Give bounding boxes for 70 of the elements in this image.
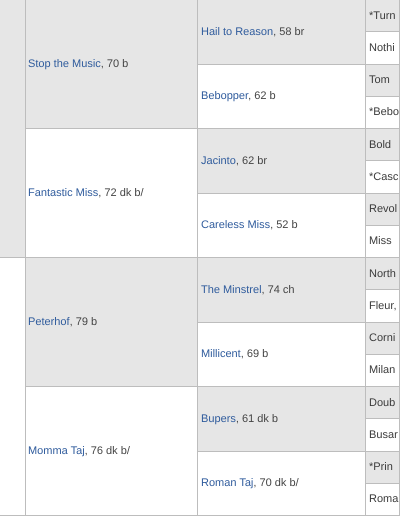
pedigree-cell xyxy=(366,32,400,64)
pedigree-cell xyxy=(198,129,366,194)
pedigree-cell xyxy=(26,0,198,129)
pedigree-cell xyxy=(366,194,400,226)
horse-name: *Bebo xyxy=(369,105,399,120)
horse-details: , 74 ch xyxy=(262,284,295,296)
horse-name: Corni xyxy=(369,331,396,346)
horse-name-link: Jacinto xyxy=(201,154,236,167)
horse-name: Doub xyxy=(369,396,396,410)
horse-details: , 52 b xyxy=(270,219,298,232)
pedigree-cell xyxy=(26,258,198,387)
horse-name-link: Bupers xyxy=(201,412,236,425)
horse-name: Milan xyxy=(369,363,396,378)
horse-name: Nothi xyxy=(369,40,395,55)
pedigree-cell xyxy=(198,64,366,129)
horse-details: , 72 dk b/ xyxy=(98,187,144,199)
pedigree-cell xyxy=(366,96,400,129)
pedigree-cell xyxy=(366,354,400,387)
horse-details: , 70 dk b/ xyxy=(253,477,299,490)
horse-details: , 70 b xyxy=(100,58,128,70)
horse-details: , 79 b xyxy=(70,316,98,328)
horse-name-link: Roman Taj xyxy=(201,477,254,490)
pedigree-cell xyxy=(366,129,400,162)
horse-name: Roma xyxy=(369,492,398,506)
pedigree-cell xyxy=(366,0,400,32)
pedigree-cell xyxy=(0,258,26,516)
pedigree-cell xyxy=(366,419,400,452)
pedigree-cell xyxy=(198,322,366,387)
horse-name: Bold xyxy=(369,138,392,152)
horse-name: Tom xyxy=(369,73,390,88)
horse-details: , 62 b xyxy=(248,90,276,102)
horse-name-link: Careless Miss xyxy=(201,219,270,232)
pedigree-cell xyxy=(366,452,400,484)
horse-name-link: Stop the Music xyxy=(28,58,101,70)
horse-name: Busar xyxy=(369,428,398,442)
horse-name: Miss xyxy=(369,234,392,248)
horse-details: , 58 br xyxy=(273,26,304,38)
pedigree-cell xyxy=(198,387,366,452)
pedigree-cell xyxy=(198,194,366,258)
horse-details: , 62 br xyxy=(236,154,268,167)
pedigree-cell xyxy=(366,161,400,194)
pedigree-cell xyxy=(366,387,400,420)
horse-details: , 76 dk b/ xyxy=(84,445,130,457)
pedigree-cell xyxy=(198,452,366,516)
horse-name-link: Millicent xyxy=(201,348,241,360)
horse-name-link: Bebopper xyxy=(201,90,248,102)
pedigree-cell xyxy=(198,0,366,64)
pedigree-cell xyxy=(366,290,400,322)
horse-name: *Casc xyxy=(369,170,398,184)
pedigree-cell xyxy=(366,258,400,290)
pedigree-cell xyxy=(0,0,26,258)
horse-details: , 61 dk b xyxy=(236,412,278,425)
pedigree-cell xyxy=(198,258,366,322)
horse-name: North xyxy=(369,266,396,281)
horse-name: *Prin xyxy=(369,460,393,474)
horse-name-link: The Minstrel xyxy=(201,284,262,296)
pedigree-cell xyxy=(366,64,400,97)
pedigree-cell xyxy=(26,387,198,516)
pedigree-cell xyxy=(366,226,400,258)
pedigree-cell xyxy=(26,129,198,258)
horse-name-link: Peterhof xyxy=(28,316,70,328)
horse-name-link: Fantastic Miss xyxy=(28,187,98,199)
horse-name: *Turn xyxy=(369,8,396,23)
horse-name: Fleur, xyxy=(369,298,397,313)
horse-details: , 69 b xyxy=(240,348,268,360)
horse-name: Revol xyxy=(369,202,398,216)
pedigree-cell xyxy=(366,484,400,516)
pedigree-cell xyxy=(366,322,400,355)
horse-name-link: Hail to Reason xyxy=(201,26,274,38)
horse-name-link: Momma Taj xyxy=(28,445,85,457)
